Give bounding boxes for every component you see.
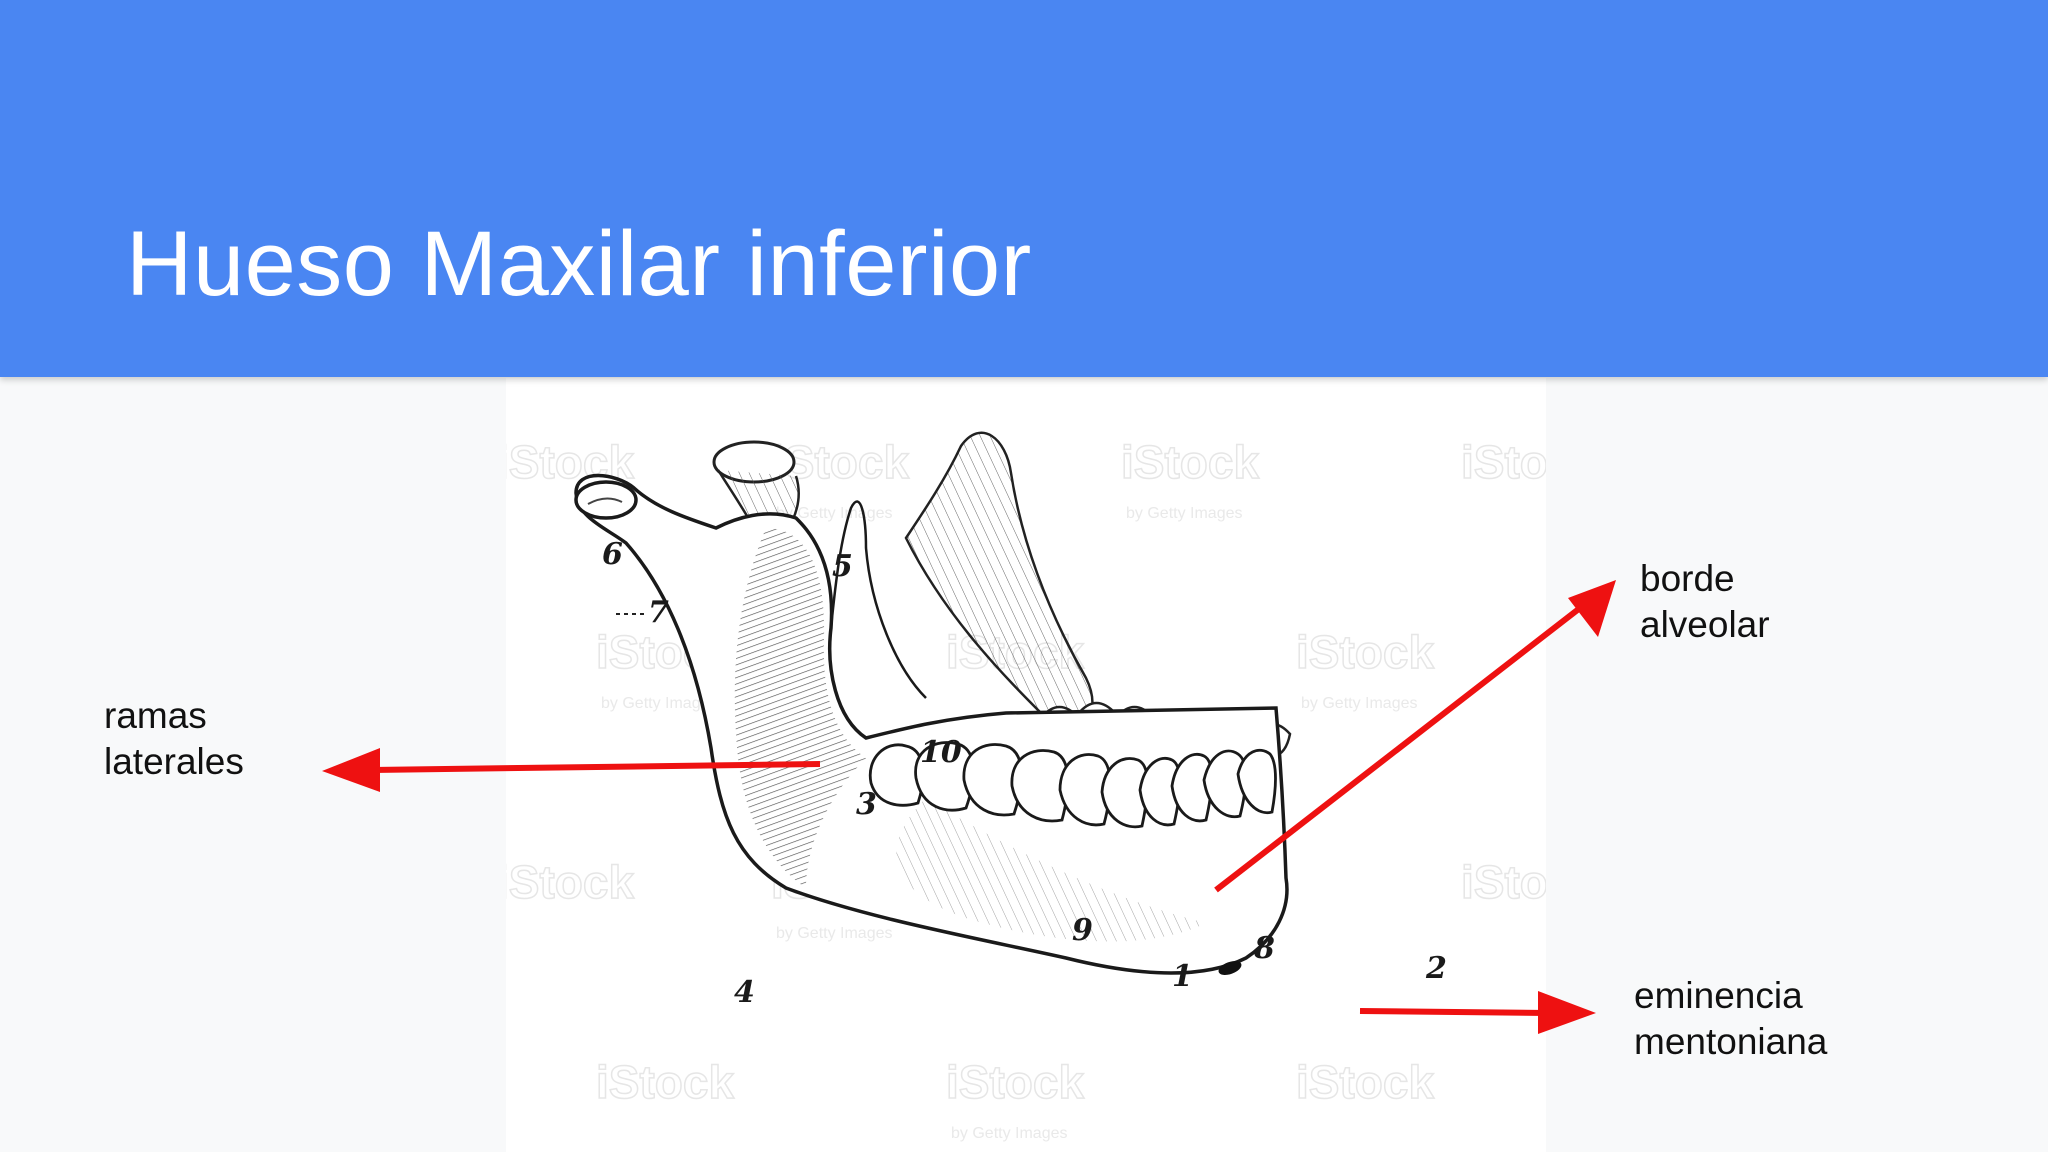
- watermark: iStock: [596, 1056, 734, 1108]
- figure-number-4: 4: [734, 975, 755, 1010]
- label-borde-alveolar: borde alveolar: [1640, 556, 1770, 648]
- label-ramas-laterales: ramas laterales: [104, 693, 244, 785]
- body-shading: [896, 798, 1206, 942]
- watermark: iStock: [1296, 626, 1434, 678]
- ramus-shading: [734, 528, 866, 888]
- figure-number-3: 3: [856, 787, 877, 822]
- figure-number-6: 6: [602, 537, 623, 572]
- watermark-sub: by Getty Images: [776, 925, 893, 942]
- figure-number-group: 1 2 3 4 5 6 7 8 9 10: [602, 537, 1447, 1010]
- label-line: borde: [1640, 558, 1735, 599]
- lower-teeth: [868, 741, 1277, 829]
- watermark-sub: by Getty Images: [601, 695, 718, 712]
- label-line: laterales: [104, 741, 244, 782]
- figure-number-8: 8: [1253, 931, 1275, 966]
- watermark-sub: by Getty Images: [1301, 695, 1418, 712]
- watermark: iStock: [1296, 1056, 1434, 1108]
- figure-number-1: 1: [1172, 959, 1193, 994]
- watermark: iStock: [1461, 436, 1546, 488]
- figure-number-7: 7: [648, 595, 669, 630]
- coronoid-process: [829, 500, 927, 699]
- label-line: alveolar: [1640, 604, 1770, 645]
- watermark: iStock: [1461, 856, 1546, 908]
- label-line: ramas: [104, 695, 207, 736]
- figure-number-5: 5: [832, 549, 853, 584]
- slide-title: Hueso Maxilar inferior: [126, 213, 1032, 315]
- figure-number-2: 2: [1425, 951, 1447, 986]
- arrow-eminencia: [1359, 991, 1596, 1034]
- mandible-drawing: iStock iStock iStock iStock iStock iStoc…: [506, 431, 1546, 1142]
- figure-number-10: 10: [920, 735, 962, 770]
- watermark: iStock: [1121, 436, 1259, 488]
- title-bar: Hueso Maxilar inferior: [0, 0, 2048, 377]
- label-line: eminencia: [1634, 975, 1803, 1016]
- figure-number-9: 9: [1072, 913, 1093, 948]
- near-condyle: [574, 480, 638, 520]
- watermark-sub: by Getty Images: [951, 1125, 1068, 1142]
- label-line: mentoniana: [1634, 1021, 1828, 1062]
- arrow-borde: [1214, 580, 1616, 893]
- watermark: iStock: [506, 856, 634, 908]
- watermark-sub: by Getty Images: [1126, 505, 1243, 522]
- mental-foramen: [1218, 961, 1242, 975]
- arrow-ramas: [322, 748, 821, 792]
- label-eminencia-mentoniana: eminencia mentoniana: [1634, 973, 1827, 1065]
- watermark: iStock: [946, 1056, 1084, 1108]
